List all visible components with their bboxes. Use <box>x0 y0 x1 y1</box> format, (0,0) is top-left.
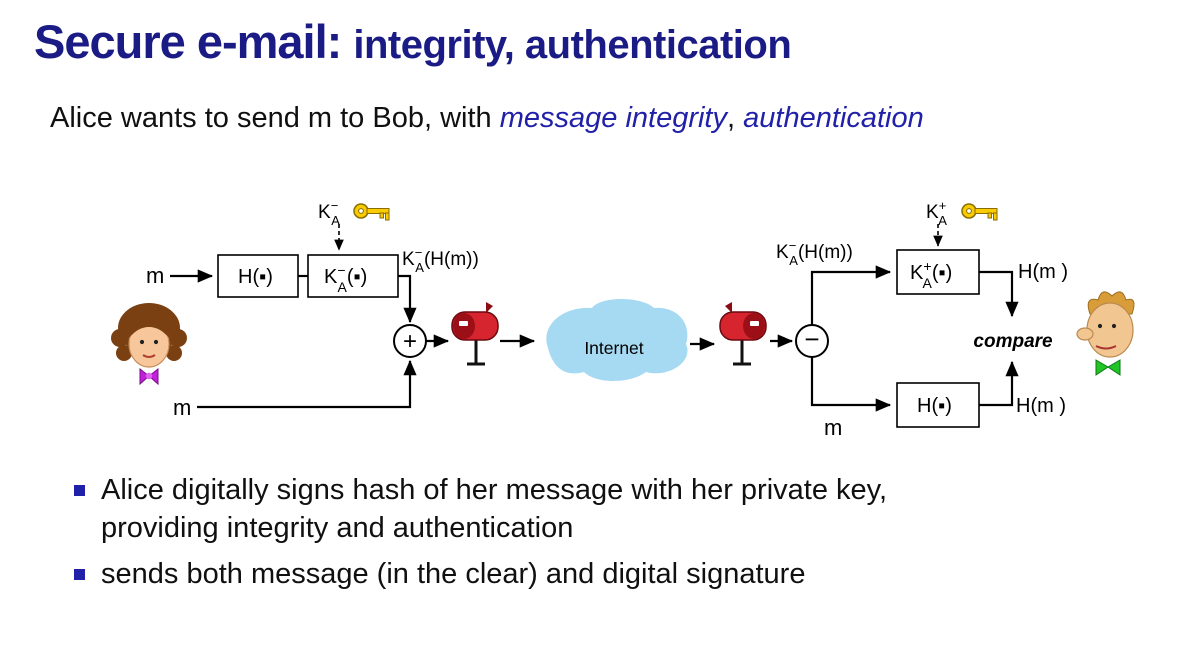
title-main: Secure e-mail: <box>34 15 354 68</box>
wire-hash-to-compare <box>979 360 1019 407</box>
alice-avatar <box>111 303 187 386</box>
bullet-marker <box>74 569 85 581</box>
bullet-item: Alice digitally signs hash of her messag… <box>74 472 994 547</box>
subtitle: Alice wants to send m to Bob, with messa… <box>50 102 924 135</box>
private-key-label: K−A <box>318 198 340 228</box>
wire-m-to-concat <box>197 359 417 409</box>
bob-avatar <box>1076 291 1135 376</box>
signed-hash-label-left: K−A(H(m)) <box>402 245 479 275</box>
message-received-label: m <box>824 415 842 440</box>
mailbox-outgoing-icon <box>451 302 499 366</box>
diagram-svg: K−A m H(▪) K−A(▪) K−A(H(m)) <box>111 198 1135 440</box>
signed-hash-label-right: K−A(H(m)) <box>776 238 853 268</box>
verify-box-label: K+A(▪) <box>910 258 952 291</box>
hash-box-alice-label: H(▪) <box>238 266 273 288</box>
bullet-marker <box>74 485 85 496</box>
recovered-hash-label: H(m ) <box>1018 261 1068 283</box>
concat-node-sign: + <box>403 328 417 355</box>
diagram: K−A m H(▪) K−A(▪) K−A(H(m)) <box>0 158 1200 468</box>
subtitle-em-authentication: authentication <box>743 102 924 134</box>
page-title: Secure e-mail: integrity, authentication <box>34 14 792 69</box>
computed-hash-label: H(m ) <box>1016 395 1066 417</box>
message-input-label: m <box>146 263 164 288</box>
subtitle-sep: , <box>727 102 744 134</box>
wire-verify-to-compare <box>979 270 1019 318</box>
split-node-sign: − <box>804 324 819 354</box>
private-key-icon <box>353 203 390 221</box>
compare-label: compare <box>973 331 1053 352</box>
public-key-icon <box>961 203 998 221</box>
internet-label: Internet <box>584 338 643 358</box>
bullet-list: Alice digitally signs hash of her messag… <box>74 472 994 603</box>
mailbox-incoming-icon <box>719 302 767 366</box>
hash-box-bob-label: H(▪) <box>917 395 952 417</box>
wire-split-to-verify <box>810 265 892 325</box>
bullet-text: sends both message (in the clear) and di… <box>101 558 806 591</box>
hash-box-bob <box>896 382 980 428</box>
internet-cloud <box>546 299 688 381</box>
message-clear-label: m <box>173 395 191 420</box>
wire-split-to-hash <box>810 357 892 412</box>
bullet-item: sends both message (in the clear) and di… <box>74 556 994 594</box>
title-sub: integrity, authentication <box>353 23 792 67</box>
bullet-text: Alice digitally signs hash of her messag… <box>101 474 888 544</box>
public-key-label: K+A <box>926 198 947 228</box>
sign-box-label: K−A(▪) <box>324 262 367 295</box>
subtitle-em-integrity: message integrity <box>499 102 727 134</box>
subtitle-pre: Alice wants to send m to Bob, with <box>50 102 500 134</box>
wire-sign-to-concat <box>398 274 417 324</box>
